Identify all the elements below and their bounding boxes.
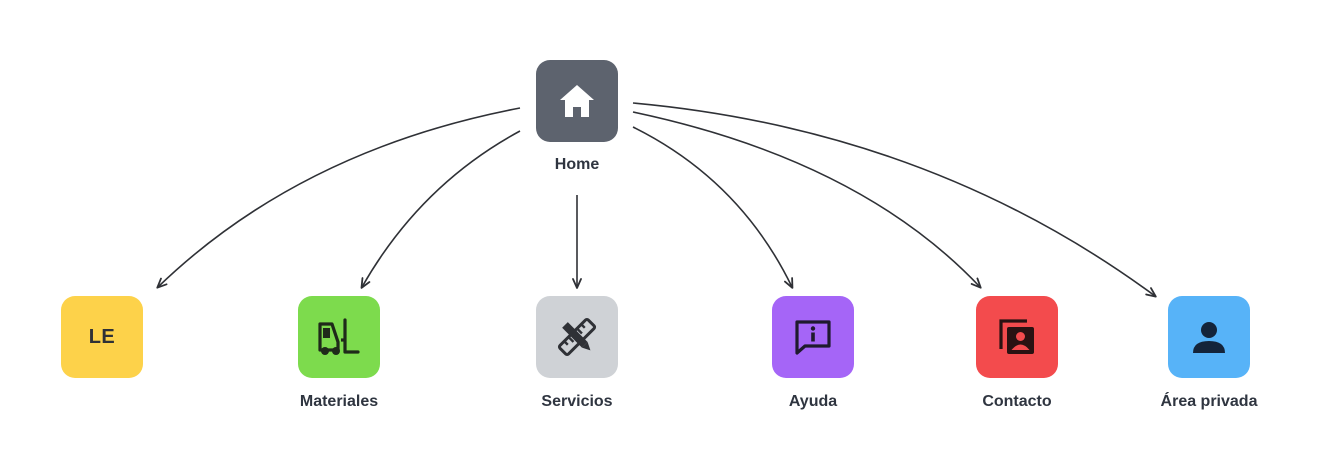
- area-privada-node[interactable]: [1168, 296, 1250, 378]
- home-node[interactable]: [536, 60, 618, 142]
- area-privada-label: Área privada: [1160, 393, 1258, 410]
- le-node[interactable]: LE: [61, 296, 143, 378]
- house-icon: [557, 82, 597, 120]
- connector-home-to-area-privada: [632, 102, 1157, 298]
- connector-home-to-ayuda: [632, 126, 794, 289]
- ayuda-label: Ayuda: [788, 393, 838, 410]
- materiales-label: Materiales: [299, 393, 379, 410]
- pencil-ruler-icon: [556, 316, 598, 358]
- connector-home-to-le: [156, 107, 521, 289]
- help-message-icon: [792, 317, 834, 357]
- contacto-label: Contacto: [982, 393, 1052, 410]
- le-initials: LE: [88, 325, 116, 348]
- contact-card-icon: [995, 315, 1039, 359]
- user-icon: [1189, 317, 1229, 357]
- connector-home-to-materiales: [360, 130, 521, 289]
- connector-home-to-contacto: [632, 111, 982, 289]
- contacto-node[interactable]: [976, 296, 1058, 378]
- servicios-label: Servicios: [541, 393, 613, 410]
- forklift-icon: [316, 316, 362, 358]
- ayuda-node[interactable]: [772, 296, 854, 378]
- servicios-node[interactable]: [536, 296, 618, 378]
- materiales-node[interactable]: [298, 296, 380, 378]
- home-label: Home: [554, 156, 600, 173]
